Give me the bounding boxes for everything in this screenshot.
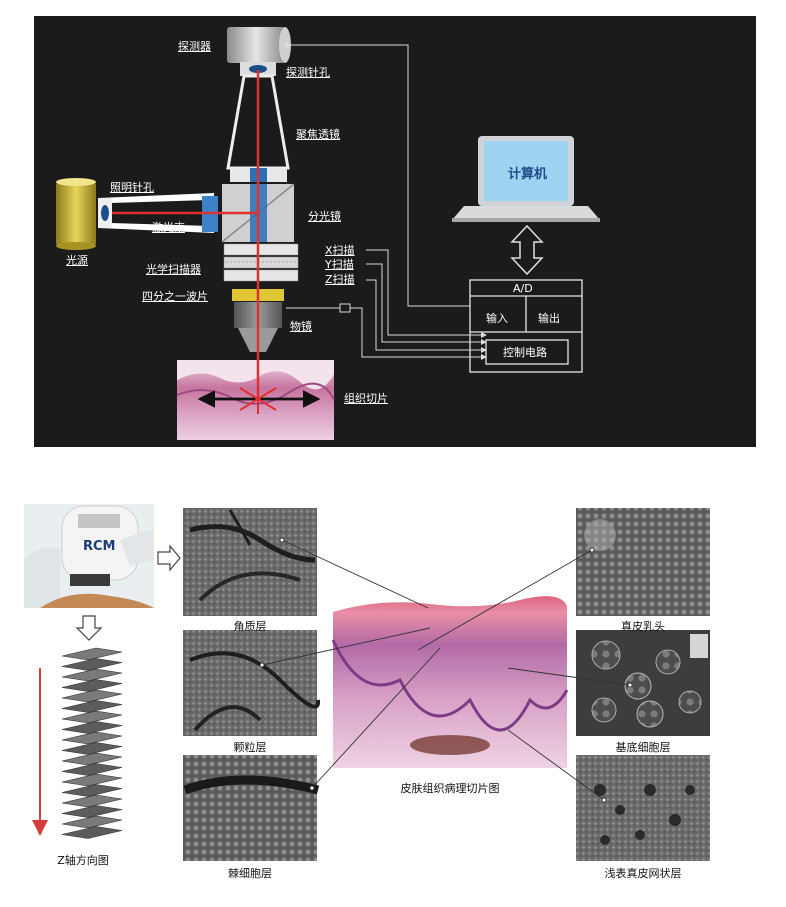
- tissue-section-image: [176, 360, 335, 440]
- tile-dermal-papilla: [576, 508, 710, 616]
- label-focusing-lens: 聚焦透镜: [296, 128, 340, 141]
- rcm-device-photo: [24, 504, 154, 608]
- z-stack-slice: [61, 689, 123, 703]
- caption-dermal-papilla: 真皮乳头: [621, 620, 665, 633]
- focusing-tube: [226, 74, 290, 170]
- light-source: [56, 178, 96, 250]
- laser-path: [112, 70, 277, 414]
- label-y-scan: Y扫描: [325, 258, 354, 271]
- label-z-scan: Z扫描: [325, 273, 355, 286]
- detector: [227, 27, 291, 63]
- z-stack-slice: [61, 815, 123, 829]
- z-stack-slice: [61, 826, 123, 839]
- label-rcm: RCM: [83, 539, 116, 554]
- label-input: 输入: [486, 312, 508, 325]
- caption-superficial-reticular-dermis: 浅表真皮网状层: [604, 867, 682, 880]
- z-stack-slice: [61, 658, 123, 671]
- computer-laptop: [452, 136, 600, 222]
- hollow-arrow-right: [157, 544, 181, 572]
- caption-basal-layer: 基底细胞层: [615, 741, 671, 754]
- detector-pinhole: [240, 62, 276, 76]
- label-computer: 计算机: [508, 167, 548, 182]
- z-axis-image-stack: [61, 647, 123, 839]
- label-illumination-pinhole: 照明针孔: [110, 181, 154, 194]
- label-control-circuit: 控制电路: [503, 346, 547, 359]
- z-stack-slice: [61, 647, 123, 661]
- z-stack-slice: [61, 805, 123, 818]
- label-z-axis: Z轴方向图: [57, 854, 109, 867]
- caption-stratum-spinosum: 棘细胞层: [228, 867, 272, 880]
- z-stack-slice: [61, 700, 123, 713]
- z-stack-slice: [61, 679, 123, 692]
- z-stack-slice: [61, 794, 123, 808]
- label-light-source: 光源: [66, 254, 88, 267]
- z-stack-slice: [61, 731, 123, 745]
- label-quarter-wave-plate: 四分之一波片: [142, 290, 208, 303]
- tile-stratum-spinosum: [183, 755, 320, 861]
- z-stack-slice: [61, 763, 123, 776]
- label-ad: A/D: [513, 282, 533, 295]
- hollow-arrow-down: [75, 615, 103, 641]
- z-stack-slice: [61, 668, 123, 682]
- control-box: [469, 279, 583, 373]
- z-stack-slice: [61, 710, 123, 724]
- wiring: [285, 42, 487, 360]
- z-stack-slice: [61, 752, 123, 766]
- label-optical-scanner: 光学扫描器: [146, 263, 201, 276]
- caption-stratum-corneum: 角质层: [233, 620, 267, 633]
- label-output: 输出: [538, 312, 560, 325]
- tile-basal-layer: [576, 630, 710, 736]
- label-detector-pinhole: 探测针孔: [286, 66, 330, 79]
- z-stack-slice: [61, 773, 123, 787]
- label-objective-lens: 物镜: [290, 320, 312, 333]
- label-laser-beam: 激光束: [152, 221, 185, 234]
- optical-scanner: [223, 243, 299, 282]
- label-tissue-section: 组织切片: [344, 392, 388, 405]
- tile-stratum-corneum: [183, 508, 317, 616]
- z-stack-slice: [61, 784, 123, 797]
- z-stack-slice: [61, 742, 123, 755]
- confocal-diagram-panel: [34, 16, 756, 447]
- computer-ad-link-arrow: [510, 224, 544, 276]
- label-detector: 探测器: [178, 40, 211, 53]
- label-x-scan: X扫描: [325, 244, 355, 257]
- caption-stratum-granulosum: 颗粒层: [233, 741, 267, 754]
- tile-superficial-reticular-dermis: [576, 755, 710, 861]
- histology-image: [331, 592, 569, 768]
- caption-histology: 皮肤组织病理切片图: [400, 782, 500, 795]
- pointer-lines: [259, 537, 633, 803]
- z-stack-slice: [61, 721, 123, 734]
- tile-stratum-granulosum: [183, 630, 321, 736]
- label-beam-splitter: 分光镜: [308, 210, 341, 223]
